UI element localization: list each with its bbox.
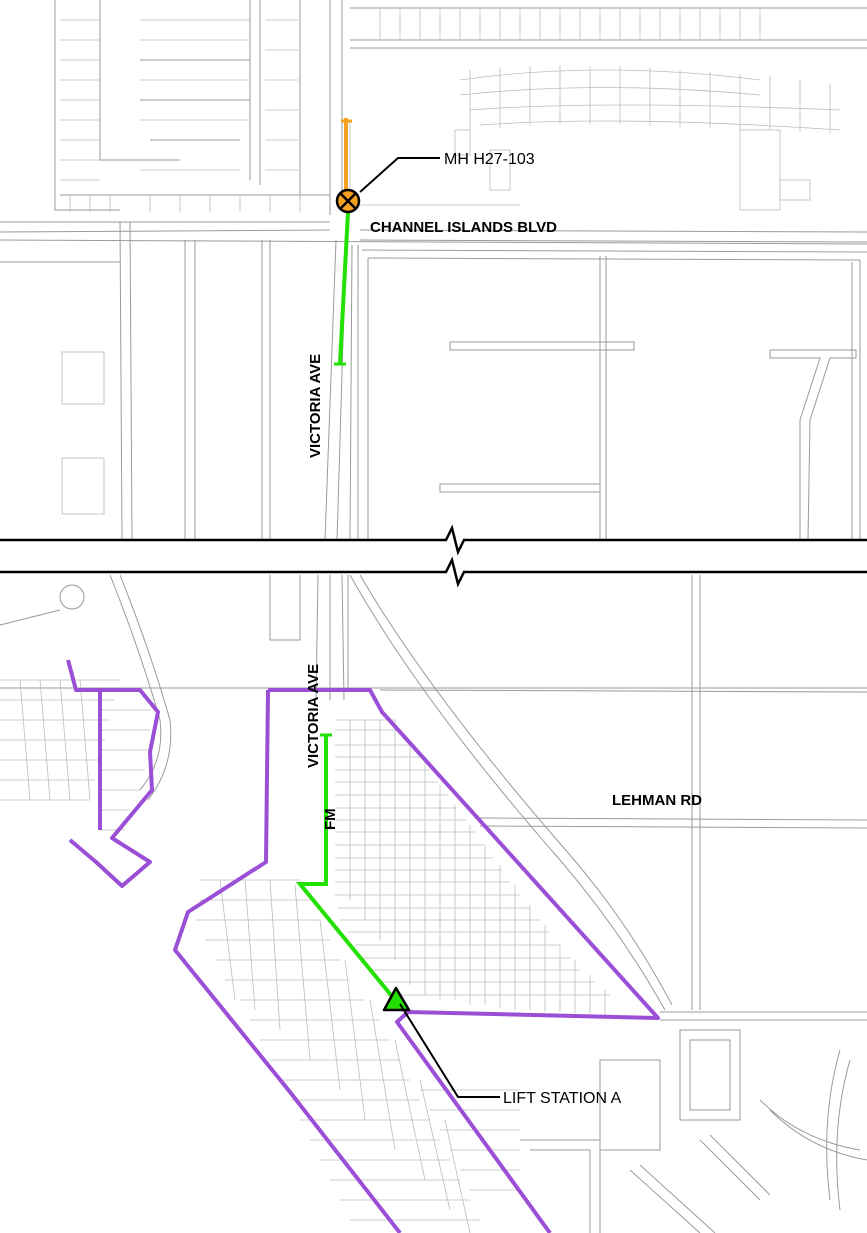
upper-panel-basemap — [0, 0, 867, 541]
lift-station-leader — [399, 1003, 500, 1098]
channel-islands-label: CHANNEL ISLANDS BLVD — [370, 219, 557, 236]
force-main-lower — [295, 733, 397, 1002]
triangle-icon — [382, 986, 411, 1012]
victoria-ave-label-upper: VICTORIA AVE — [307, 354, 324, 458]
gravity-sewer-line — [341, 118, 352, 196]
fm-label: FM — [322, 808, 339, 830]
force-main-upper — [334, 211, 350, 366]
boundary-west — [173, 689, 402, 1233]
service-area-boundary — [66, 659, 660, 1233]
lehman-rd-label: LEHMAN RD — [612, 792, 702, 809]
circle-x-icon — [335, 188, 361, 214]
boundary-left-lots — [66, 659, 160, 888]
lower-panel-basemap — [0, 574, 867, 1233]
leader-lines — [359, 157, 500, 1098]
manhole-leader — [359, 157, 440, 193]
boundary-main — [268, 688, 660, 1233]
lift-station-callout: LIFT STATION A — [503, 1090, 622, 1107]
match-break-icon — [0, 524, 867, 588]
victoria-ave-label-lower: VICTORIA AVE — [305, 664, 322, 768]
manhole-callout: MH H27-103 — [444, 151, 535, 168]
